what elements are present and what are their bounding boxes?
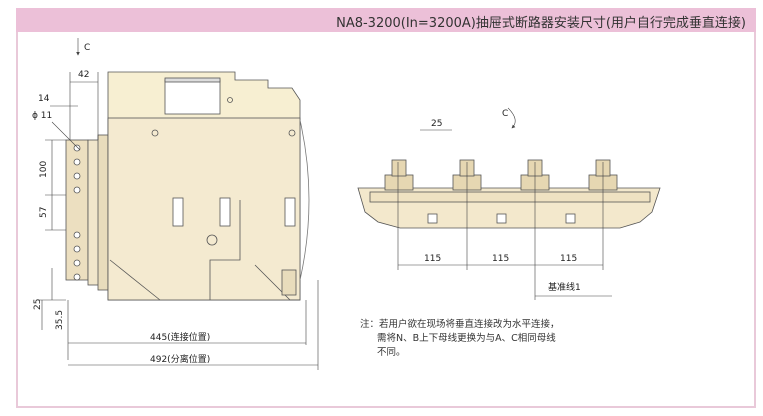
dim-14: 14: [38, 94, 50, 104]
dim-57: 57: [39, 207, 49, 218]
note-line-3: 不同。: [377, 347, 406, 358]
dim-c-busbar: C: [502, 109, 508, 119]
busbar-terminals: [384, 159, 618, 191]
busbar-dimension-lines: [397, 107, 612, 300]
dim-115-c: 115: [560, 254, 577, 264]
page-title: NA8-3200(In=3200A)抽屉式断路器安装尺寸(用户自行完成垂直连接): [336, 16, 746, 31]
side-dimension-lines: [38, 38, 319, 370]
secondary-connector-1: [172, 197, 184, 227]
dim-100: 100: [39, 161, 49, 178]
dim-445: 445(连接位置): [150, 331, 210, 343]
breaker-side-view: [65, 71, 310, 301]
installation-note: 注：若用户欲在现场将垂直连接改为水平连接， 需将N、B上下母线更换为与A、C相同…: [360, 318, 620, 360]
note-line-2: 需将N、B上下母线更换为与A、C相同母线: [377, 333, 556, 344]
dim-35-5: 35.5: [55, 310, 65, 330]
dim-25-busbar: 25: [431, 119, 442, 129]
dim-115-a: 115: [424, 254, 441, 264]
note-prefix: 注：: [360, 319, 380, 330]
title-banner: NA8-3200(In=3200A)抽屉式断路器安装尺寸(用户自行完成垂直连接): [16, 8, 756, 32]
secondary-connector-3: [284, 197, 296, 227]
front-window: [164, 79, 221, 115]
dim-492: 492(分离位置): [150, 353, 210, 365]
busbar-top-view: [357, 159, 661, 229]
reference-line-label: 基准线1: [548, 281, 581, 293]
dim-phi11: ϕ 11: [32, 111, 52, 121]
terminal-bolt-holes: [73, 144, 81, 281]
note-line-1: 若用户欲在现场将垂直连接改为水平连接，: [379, 319, 560, 330]
dim-25: 25: [33, 299, 43, 310]
dim-c-side: C: [84, 43, 90, 53]
dim-42: 42: [78, 70, 89, 80]
secondary-connector-2: [219, 197, 231, 227]
dim-115-b: 115: [492, 254, 509, 264]
